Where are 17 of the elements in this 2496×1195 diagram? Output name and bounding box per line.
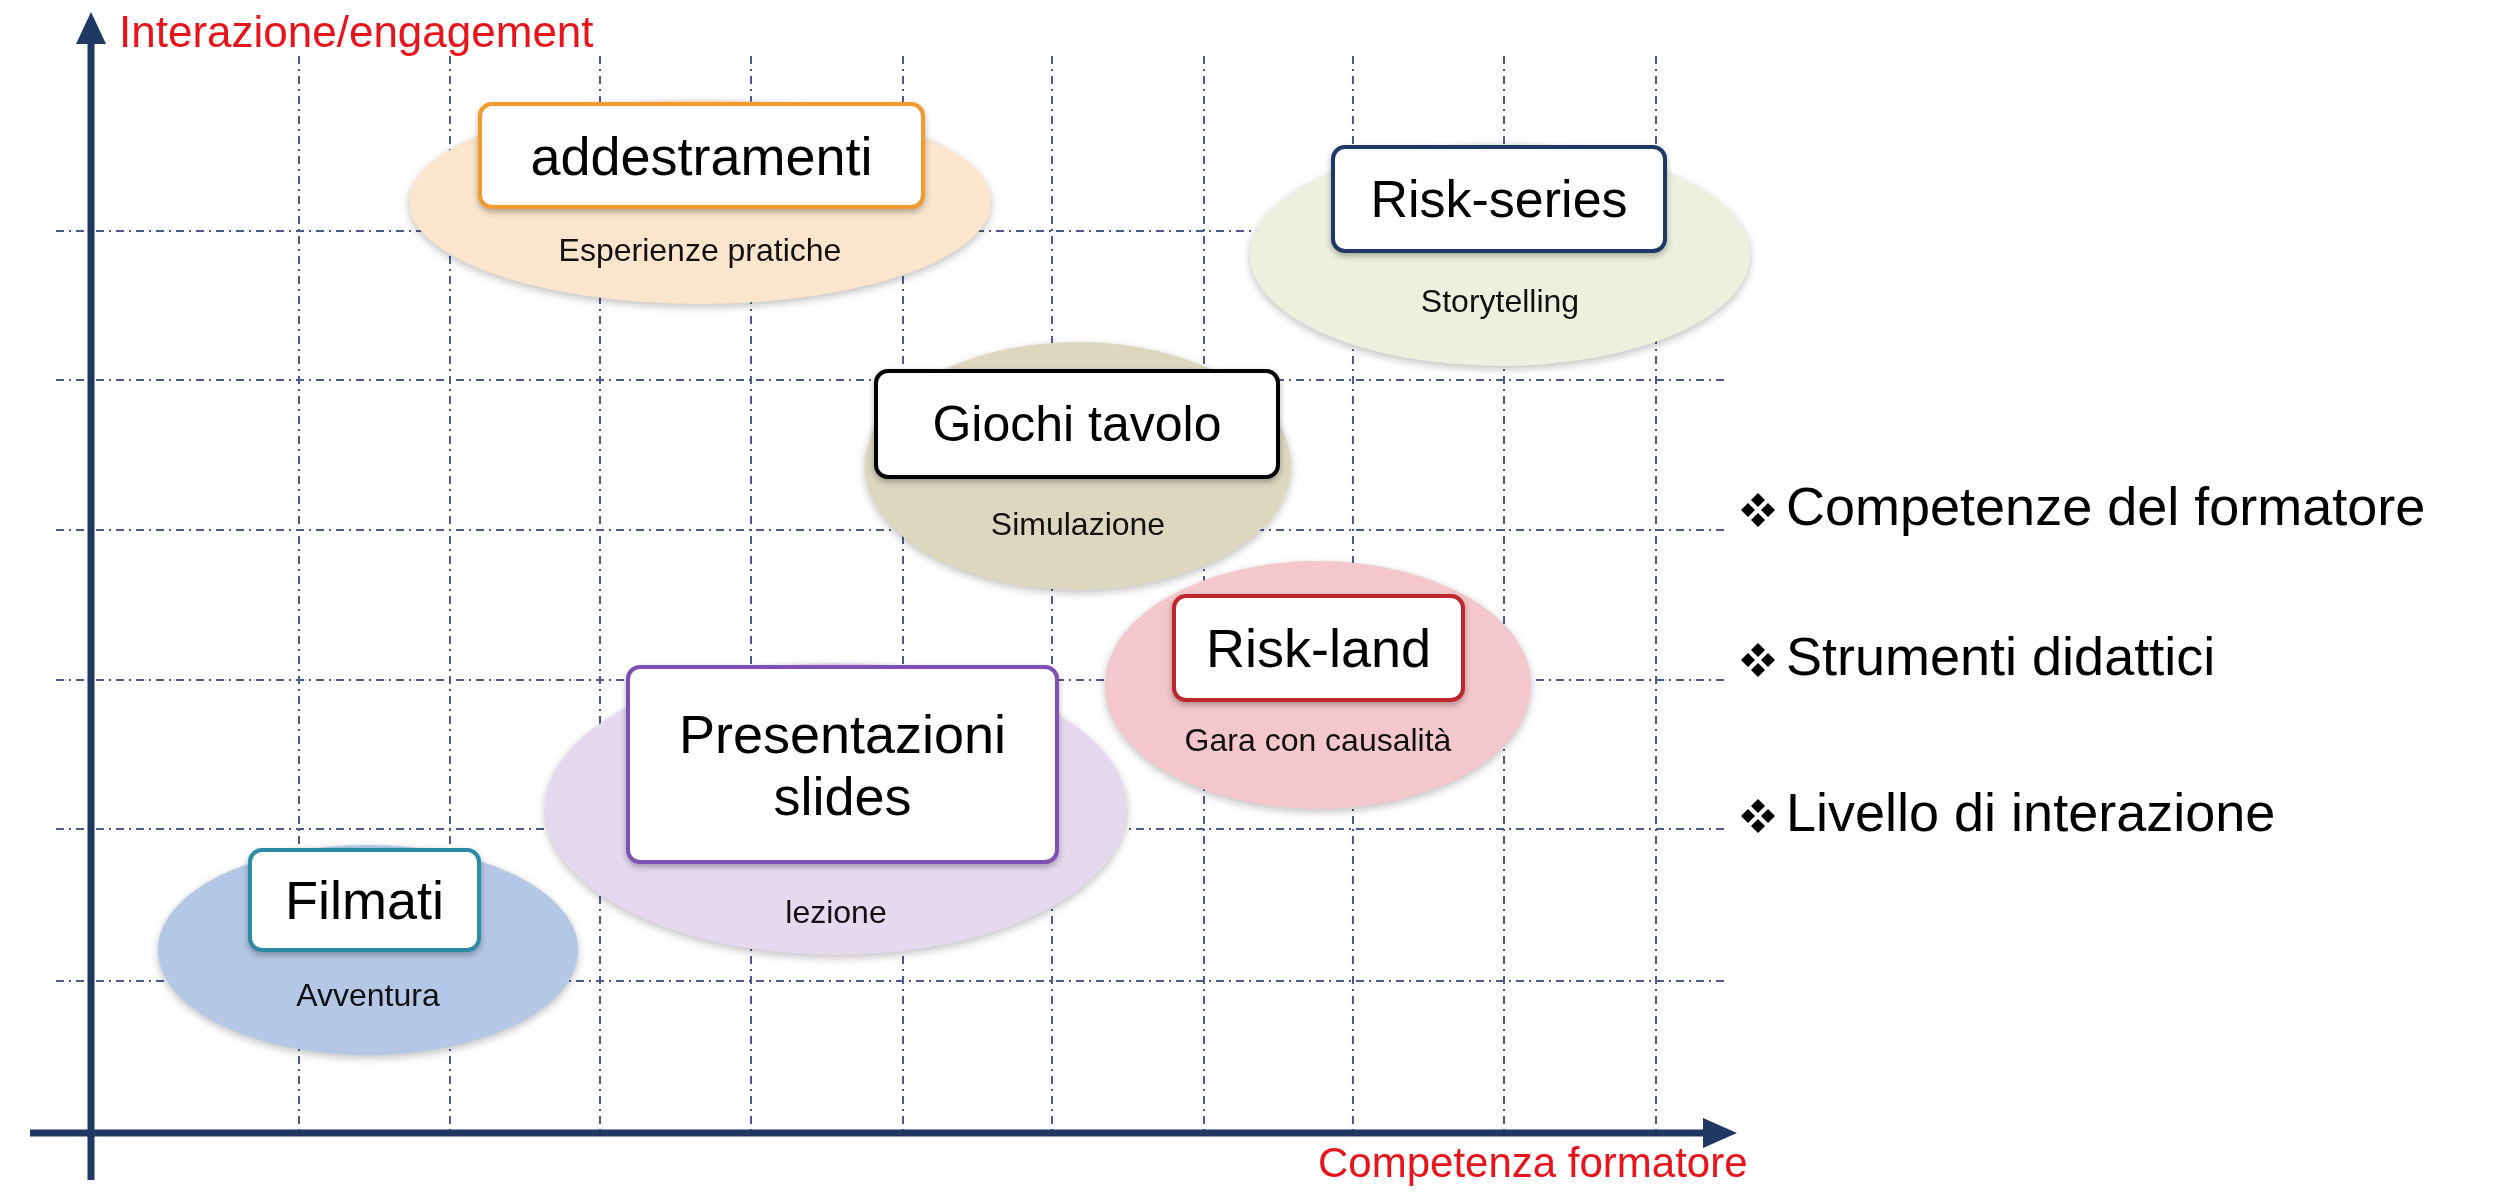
tool-label-box: addestramenti [478, 102, 925, 209]
bullet-text: Competenze del formatore [1786, 475, 2426, 538]
bullet-text: Livello di interazione [1786, 781, 2276, 844]
axis-title: Interazione/engagement [119, 6, 594, 58]
bullet-text: Strumenti didattici [1786, 625, 2216, 688]
category-caption: Gara con causalità [1184, 721, 1452, 760]
category-caption: lezione [785, 893, 887, 932]
tool-label-box: Presentazioni slides [626, 665, 1059, 864]
tool-label-box: Risk-series [1331, 145, 1667, 253]
category-caption: Esperienze pratiche [558, 231, 842, 270]
axis-title: Competenza formatore [1318, 1138, 1748, 1188]
tool-label-box: Risk-land [1172, 594, 1465, 702]
category-caption: Storytelling [1420, 282, 1580, 321]
category-caption: Avventura [296, 976, 440, 1015]
tool-label-box: Giochi tavolo [874, 369, 1280, 479]
tool-label-box: Filmati [248, 848, 481, 952]
category-caption: Simulazione [990, 505, 1166, 544]
